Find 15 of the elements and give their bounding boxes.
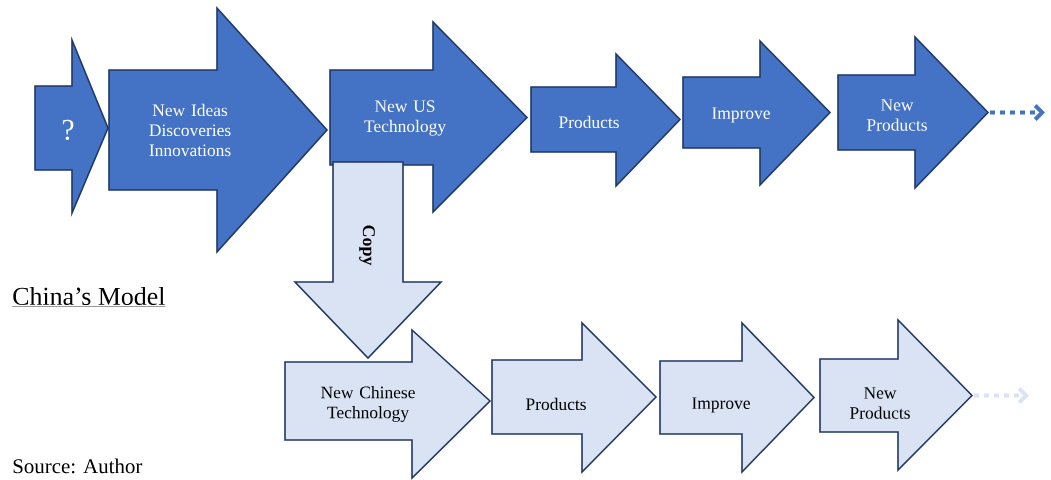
process-step: New Products (819, 318, 974, 472)
process-step: Products (491, 321, 658, 474)
heading: China’s Model (12, 286, 166, 307)
process-step: ? (34, 35, 109, 217)
process-step: New Ideas Discoveries Innovations (108, 5, 329, 255)
process-step: Improve (682, 39, 832, 187)
process-step: New US Technology (329, 20, 529, 214)
dotted-arrow (974, 387, 1029, 404)
process-step: New Products (837, 35, 990, 190)
dotted-arrow (990, 104, 1045, 121)
process-step: Copy (293, 161, 443, 360)
process-step: Products (530, 52, 682, 188)
source-note: Source: Author (13, 458, 143, 474)
process-step: Improve (659, 321, 816, 474)
process-step: New Chinese Technology (284, 328, 492, 480)
